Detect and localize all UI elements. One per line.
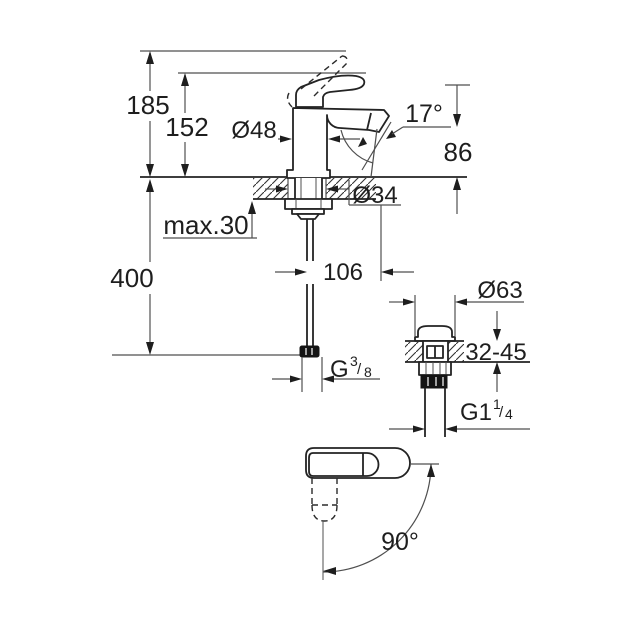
lever-raised-dashed (286, 55, 349, 108)
dim-label-deck-thickness: max.30 (163, 210, 248, 240)
dimension-waste-deck-range: 32-45 (465, 311, 527, 392)
handle-top-view-inner (308, 452, 380, 477)
dimension-waste-thread: G1 1 / 4 (389, 396, 530, 433)
thread-label-den: 8 (364, 364, 372, 380)
dimension-hose-offset: 106 (275, 259, 414, 286)
dim-label-waste-flange: Ø63 (477, 277, 522, 304)
thread-label-num: 3 (350, 353, 358, 369)
dimension-waste-flange: Ø63 (389, 277, 524, 336)
dimension-hose-length: 400 (110, 179, 302, 356)
dim-label-lever-height: 152 (165, 112, 208, 142)
top-view: 90° (305, 447, 439, 580)
dimension-swivel-angle: 90° (322, 463, 439, 575)
aerator-edge (366, 112, 372, 131)
waste-thread-den: 4 (505, 406, 513, 422)
faucet-body-outline (286, 107, 390, 179)
dimension-hole-diameter: Ø34 (265, 180, 401, 281)
waste-hatch-right (448, 342, 464, 362)
mounting-nut (284, 198, 333, 210)
hose-connector-nut (299, 345, 320, 358)
dimension-overall-height: 185 (126, 51, 170, 177)
dimension-supply-thread: G 3 / 8 (272, 353, 380, 392)
dim-label-waste-deck-range: 32-45 (465, 339, 526, 366)
stream-angle-annotation: 17° (340, 100, 451, 178)
thread-label-slash: / (357, 361, 362, 378)
dim-label-overall-height: 185 (126, 90, 169, 120)
mounting-shank (284, 178, 333, 220)
dimension-deck-thickness: max.30 (163, 201, 257, 240)
waste-thread-slash: / (499, 404, 504, 421)
shank-cone (296, 213, 320, 220)
dim-label-hose-offset: 106 (323, 259, 363, 286)
dim-label-body-diameter: Ø48 (231, 117, 276, 144)
waste-thread-num: 1 (493, 396, 501, 412)
waste-thread-g: G1 (460, 399, 492, 426)
spout-hidden-dashed (311, 478, 338, 522)
handle-top-view-outer (305, 447, 411, 479)
front-view: 185 152 400 (110, 50, 473, 392)
counter-hatch-right (326, 178, 376, 199)
waste-hatch-left (405, 342, 423, 362)
dimension-lever-height: 152 (165, 73, 209, 177)
lever-handle (295, 74, 366, 108)
dimension-body-diameter: Ø48 (231, 117, 360, 144)
thread-label-g: G (330, 356, 349, 383)
dim-label-hose-length: 400 (110, 263, 153, 293)
dim-label-hole-diameter: Ø34 (352, 182, 397, 209)
dim-label-spout-height: 86 (444, 137, 473, 167)
dim-label-stream-angle: 17° (405, 100, 443, 128)
waste-cap (414, 325, 456, 342)
waste-valve-view: Ø63 32-45 (389, 277, 530, 437)
dim-label-swivel-angle: 90° (381, 528, 419, 556)
supply-hose (299, 219, 320, 358)
dimension-spout-height: 86 (444, 84, 473, 214)
